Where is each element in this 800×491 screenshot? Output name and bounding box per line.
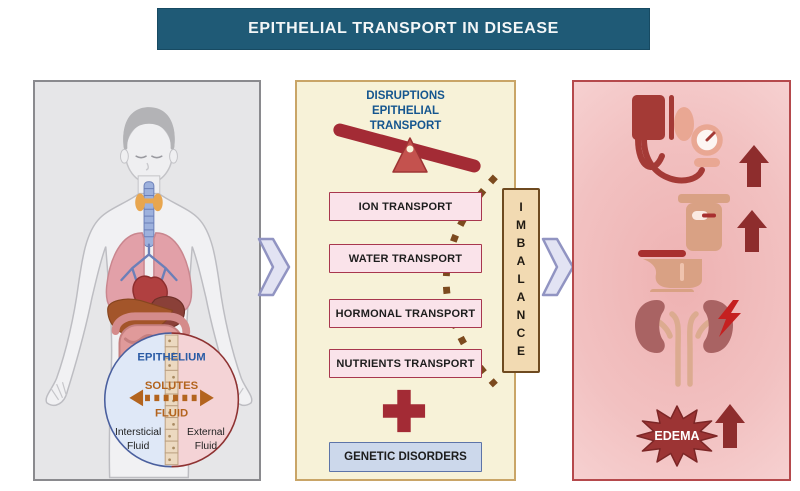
epithelial-cell-column bbox=[164, 334, 179, 466]
arrow-up-icon bbox=[715, 404, 745, 448]
toilet-seat bbox=[638, 250, 686, 257]
epithelium-label: EPITHELIUM bbox=[137, 352, 205, 364]
imbalance-box: IMBALANCE bbox=[502, 188, 540, 373]
arrow-up-icon bbox=[739, 145, 769, 187]
bronchi bbox=[120, 243, 178, 285]
bp-bulb bbox=[674, 107, 694, 141]
toilet-flush-button bbox=[692, 211, 708, 220]
external-fluid-label-line1: External bbox=[187, 427, 225, 438]
genetic-disorders-box: GENETIC DISORDERS bbox=[329, 442, 482, 472]
imbalance-scale-icon bbox=[333, 123, 481, 173]
ear-left bbox=[119, 148, 129, 164]
kidney-left bbox=[635, 300, 665, 353]
pivot-hole bbox=[406, 145, 414, 153]
water-transport-label: WATER TRANSPORT bbox=[348, 252, 463, 265]
transport-box-ion: ION TRANSPORT bbox=[329, 192, 482, 221]
solutes-fluid-arrow-icon bbox=[129, 389, 214, 407]
external-fluid-label-line2: Fluid bbox=[195, 441, 218, 452]
medical-cross-icon bbox=[382, 389, 426, 433]
closed-eyes bbox=[135, 155, 163, 159]
bp-tube-short bbox=[635, 136, 665, 170]
nose bbox=[145, 162, 149, 171]
interstitial-fluid-label-line1: Intersticial bbox=[115, 427, 161, 438]
title-banner: EPITHELIAL TRANSPORT IN DISEASE bbox=[157, 8, 650, 50]
chevron-right-icon bbox=[541, 237, 575, 297]
ear-right bbox=[169, 148, 178, 164]
bp-gauge-base bbox=[694, 158, 720, 167]
head bbox=[124, 121, 174, 184]
transport-box-water: WATER TRANSPORT bbox=[329, 244, 482, 273]
bp-cuff bbox=[632, 95, 665, 140]
nutrients-transport-label: NUTRIENTS TRANSPORT bbox=[336, 357, 475, 370]
inset-border-left bbox=[104, 332, 172, 468]
toilet-icon bbox=[638, 194, 767, 292]
interstitial-fluid-label-line2: Fluid bbox=[127, 441, 150, 452]
epithelium-inset: EPITHELIUM SOLUTES FLUID Intersticial Fl… bbox=[104, 332, 240, 468]
arrow-up-icon bbox=[737, 210, 767, 252]
chevron-right-icon bbox=[257, 237, 291, 297]
disruptions-heading: DISRUPTIONS EPITHELIAL TRANSPORT bbox=[366, 90, 445, 132]
toilet-base bbox=[650, 289, 694, 292]
edema-burst-icon bbox=[636, 405, 718, 467]
ion-transport-label: ION TRANSPORT bbox=[358, 200, 453, 213]
finger-lines bbox=[50, 382, 244, 401]
transport-box-nutrients: NUTRIENTS TRANSPORT bbox=[329, 349, 482, 378]
blood-pressure-icon bbox=[632, 95, 769, 187]
kidneys-icon bbox=[635, 300, 741, 387]
solutes-label: SOLUTES bbox=[145, 380, 199, 392]
toilet-bowl bbox=[643, 259, 702, 288]
fluid-label: FLUID bbox=[155, 408, 188, 420]
transport-box-hormonal: HORMONAL TRANSPORT bbox=[329, 299, 482, 328]
edema-label: EDEMA bbox=[654, 429, 699, 443]
page-title: EPITHELIAL TRANSPORT IN DISEASE bbox=[248, 20, 559, 37]
colon bbox=[111, 312, 191, 337]
hormonal-transport-label: HORMONAL TRANSPORT bbox=[335, 307, 476, 320]
toilet-tank bbox=[686, 203, 722, 251]
human-body-illustration: EPITHELIUM SOLUTES FLUID Intersticial Fl… bbox=[45, 107, 253, 479]
toilet-tank-lid bbox=[678, 194, 730, 203]
body-panel: EPITHELIUM SOLUTES FLUID Intersticial Fl… bbox=[33, 80, 261, 481]
bp-cuff-strap bbox=[669, 95, 674, 140]
bp-tube-long bbox=[641, 136, 705, 184]
genetic-disorders-label: GENETIC DISORDERS bbox=[344, 451, 467, 463]
thyroid bbox=[135, 193, 146, 212]
imbalance-label: IMBALANCE bbox=[514, 199, 528, 362]
inset-border-right bbox=[171, 332, 240, 468]
lightning-icon bbox=[718, 300, 741, 337]
cell-nuclei bbox=[168, 339, 175, 462]
fulcrum-triangle bbox=[392, 137, 428, 173]
edema-icon: EDEMA bbox=[636, 404, 745, 467]
outcomes-panel: EDEMA bbox=[572, 80, 791, 481]
bp-gauge-needle bbox=[705, 131, 716, 142]
disruptions-panel: DISRUPTIONS EPITHELIAL TRANSPORT ION TRA… bbox=[295, 80, 516, 481]
